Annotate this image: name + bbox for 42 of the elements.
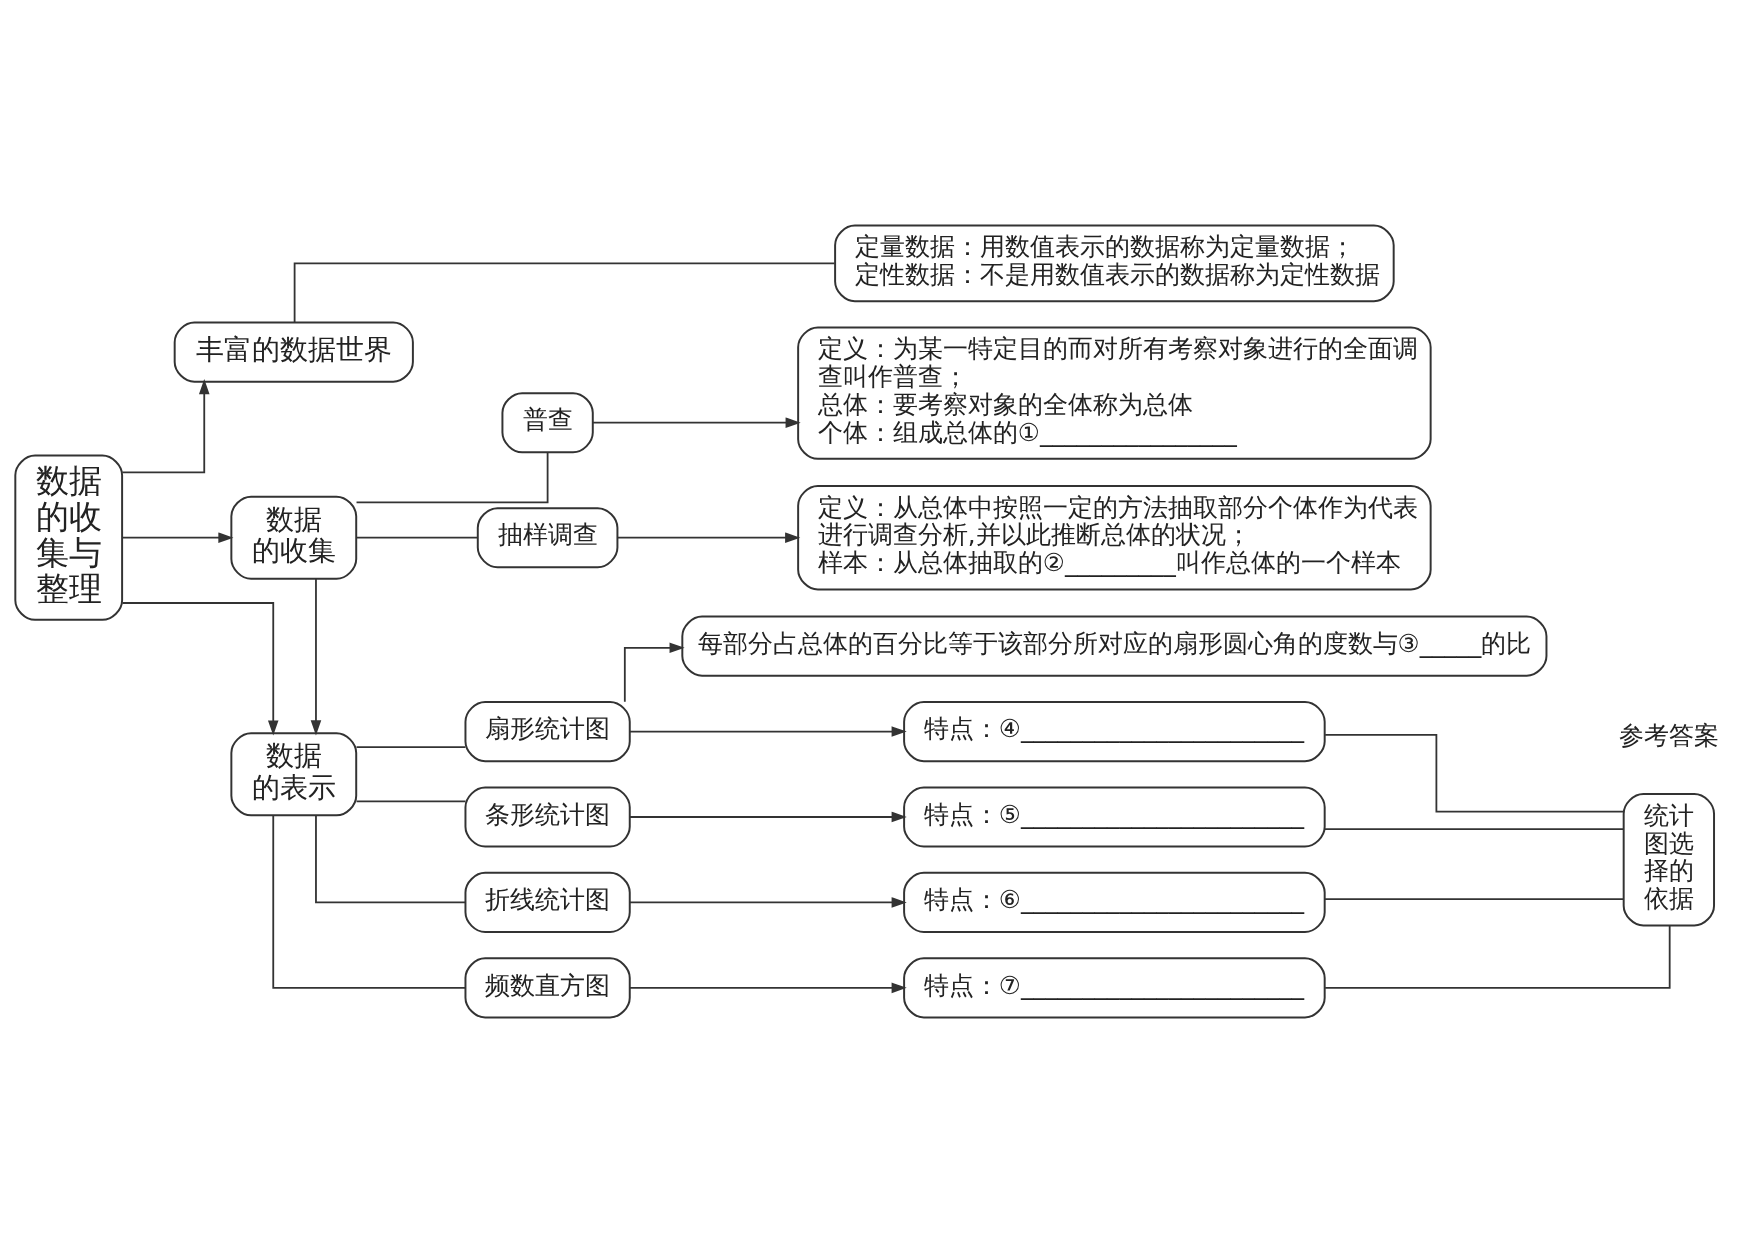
node-box: 抽样调查	[476, 506, 619, 568]
arrow	[121, 531, 234, 543]
connector	[1323, 827, 1625, 830]
node-box: 特点：⑥_______________________	[903, 871, 1326, 933]
connector	[272, 814, 467, 989]
arrow	[310, 577, 322, 735]
node-box: 特点：④_______________________	[903, 700, 1326, 762]
connector	[355, 745, 467, 748]
connector	[1324, 733, 1625, 812]
label: 参考答案	[1618, 720, 1719, 750]
arrow	[629, 811, 907, 822]
node-box: 特点：⑤_______________________	[903, 785, 1326, 848]
arrow	[616, 531, 801, 543]
connector	[355, 450, 549, 503]
node-box: 普查	[501, 391, 594, 453]
node-box: 每部分占总体的百分比等于该部分所对应的扇形圆心角的度数与③_____的比	[681, 615, 1548, 677]
arrow	[629, 725, 907, 737]
arrow	[623, 642, 685, 703]
node-box: 折线统计图	[464, 871, 631, 933]
node-box: 特点：⑦_______________________	[903, 956, 1326, 1018]
node-box: 统计图选择的依据	[1622, 792, 1716, 926]
node-box: 定义：从总体中按照一定的方法抽取部分个体作为代表进行调查分析,并以此推断总体的状况； 样本：从总体抽取的②_________叫作总体的一个样本	[797, 484, 1432, 590]
arrow	[592, 416, 801, 428]
connector	[355, 800, 467, 802]
node-box: 定量数据：用数值表示的数据称为定量数据； 定性数据：不是用数值表示的数据称为定性数据	[834, 224, 1395, 302]
node-box: 扇形统计图	[464, 700, 631, 762]
connector	[355, 536, 479, 539]
connector	[1323, 897, 1625, 900]
connector	[1324, 924, 1671, 989]
connector	[315, 814, 467, 903]
node-box: 数据的表示	[230, 731, 358, 816]
node-box: 定义：为某一特定目的而对所有考察对象进行的全面调查叫作普查； 总体：要考察对象的全体称为总体 个体：组成总体的①________________	[797, 325, 1432, 460]
arrow	[629, 982, 907, 993]
arrow	[121, 601, 279, 736]
node-box: 丰富的数据世界	[173, 321, 414, 383]
node-box: 频数直方图	[464, 956, 631, 1018]
connector	[293, 261, 836, 323]
node-box: 数据的收集	[230, 495, 358, 580]
node-box: 数据的收集与整理	[14, 454, 124, 621]
node-box: 条形统计图	[464, 785, 631, 848]
arrow	[629, 896, 907, 908]
arrow	[121, 378, 210, 473]
